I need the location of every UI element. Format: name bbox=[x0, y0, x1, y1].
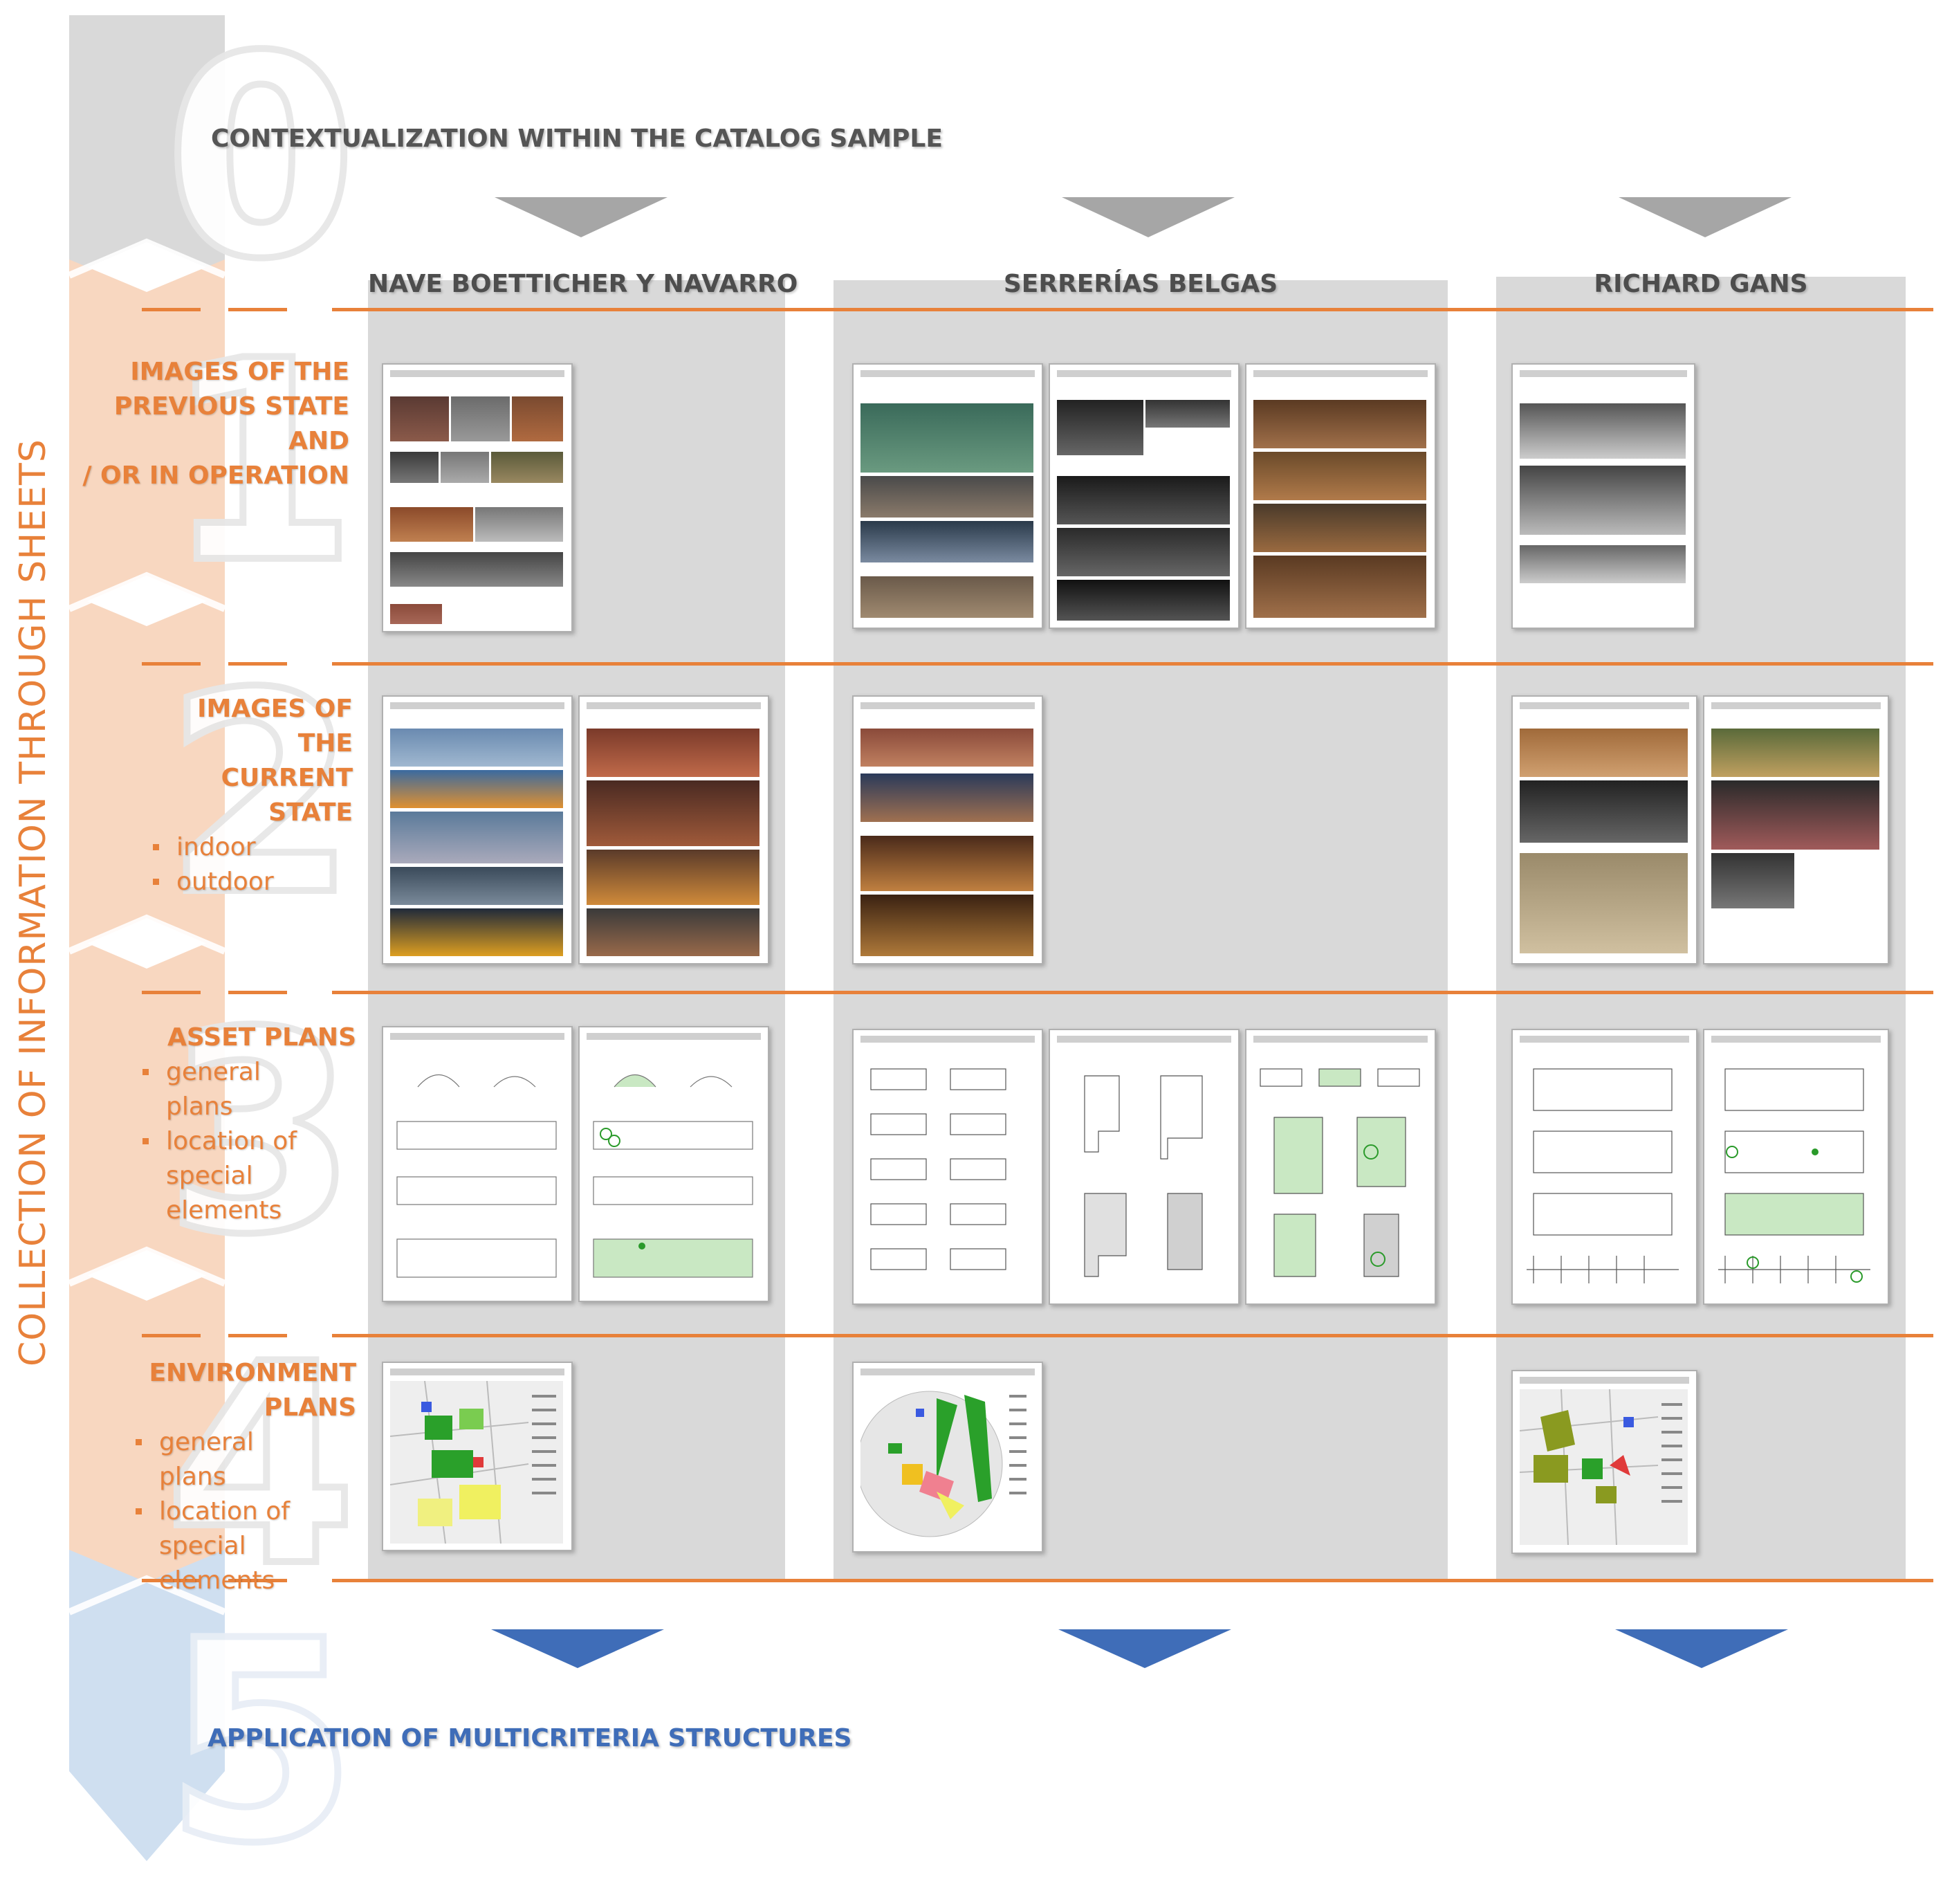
sheet-photo-previous-col1 bbox=[382, 363, 573, 632]
sheet-photo-previous-col2a bbox=[852, 363, 1043, 629]
row-4-heading-line-1: ENVIRONMENT bbox=[149, 1359, 356, 1387]
row-2-heading-line-2: CURRENT STATE bbox=[221, 764, 353, 827]
stage-0-title: CONTEXTUALIZATION WITHIN THE CATALOG SAM… bbox=[211, 125, 943, 153]
down-arrow-top-col3 bbox=[1619, 197, 1792, 237]
sheet-photo-current-col1a bbox=[382, 695, 573, 964]
sheet-plan-asset-col1a bbox=[382, 1026, 573, 1302]
row-label-2: IMAGES OF THE CURRENT STATE indoor outdo… bbox=[149, 692, 353, 899]
down-arrow-bottom-col3 bbox=[1615, 1629, 1788, 1668]
column-title-1: NAVE BOETTICHER Y NAVARRO bbox=[368, 270, 798, 298]
sheet-plan-asset-col1b bbox=[578, 1026, 769, 1302]
step-number-5: 5 bbox=[161, 1582, 360, 1904]
row-1-heading-line-3: / OR IN OPERATION bbox=[82, 461, 349, 490]
sheet-plan-environment-col1 bbox=[382, 1362, 573, 1551]
process-chevron-band bbox=[68, 15, 226, 1861]
step-number-4: 4 bbox=[161, 1306, 360, 1627]
sheet-plan-asset-col2a bbox=[852, 1029, 1043, 1305]
row-3-bullet-special-elements: location of special elements bbox=[138, 1124, 325, 1228]
row-3-heading-line-1: ASSET PLANS bbox=[167, 1023, 356, 1052]
row-2-bullet-indoor: indoor bbox=[149, 830, 353, 865]
down-arrow-bottom-col2 bbox=[1058, 1629, 1231, 1668]
row-3-bullet-general-plans: general plans bbox=[138, 1055, 325, 1124]
sheet-plan-asset-col2c bbox=[1245, 1029, 1436, 1305]
sheet-plan-asset-col3b bbox=[1703, 1029, 1889, 1305]
sheet-photo-previous-col2c bbox=[1245, 363, 1436, 629]
sheet-plan-asset-col3a bbox=[1511, 1029, 1697, 1305]
step-number-1: 1 bbox=[161, 302, 360, 624]
sheet-photo-current-col3a bbox=[1511, 695, 1697, 964]
step-number-0: 0 bbox=[161, 0, 360, 320]
down-arrow-top-col2 bbox=[1062, 197, 1235, 237]
stage-5-title: APPLICATION OF MULTICRITERIA STRUCTURES bbox=[208, 1724, 852, 1752]
row-label-4: ENVIRONMENT PLANS general plans location… bbox=[131, 1356, 356, 1598]
sheet-photo-current-col3b bbox=[1703, 695, 1889, 964]
sheet-plan-environment-col3 bbox=[1511, 1370, 1697, 1554]
column-title-3: RICHARD GANS bbox=[1594, 270, 1808, 298]
row-4-heading-line-2: PLANS bbox=[264, 1393, 356, 1422]
row-label-3: ASSET PLANS general plans location of sp… bbox=[138, 1020, 356, 1228]
down-arrow-bottom-col1 bbox=[491, 1629, 664, 1668]
row-1-heading-line-1: IMAGES OF THE bbox=[130, 358, 349, 386]
sheet-plan-environment-col2 bbox=[852, 1362, 1043, 1553]
vertical-process-title: COLLECTION OF INFORMATION THROUGH SHEETS bbox=[12, 439, 54, 1366]
row-label-1: IMAGES OF THE PREVIOUS STATE AND / OR IN… bbox=[76, 355, 349, 493]
step-number-3: 3 bbox=[161, 973, 360, 1295]
sheet-photo-current-col2 bbox=[852, 695, 1043, 964]
sheet-photo-current-col1b bbox=[578, 695, 769, 964]
down-arrow-top-col1 bbox=[495, 197, 667, 237]
row-2-bullet-outdoor: outdoor bbox=[149, 865, 353, 899]
sheet-photo-previous-col3 bbox=[1511, 363, 1695, 629]
sheet-photo-previous-col2b bbox=[1049, 363, 1240, 629]
step-number-2: 2 bbox=[161, 634, 360, 956]
sheet-plan-asset-col2b bbox=[1049, 1029, 1240, 1305]
row-4-bullet-general-plans: general plans bbox=[131, 1425, 291, 1494]
row-1-heading-line-2: PREVIOUS STATE AND bbox=[113, 392, 349, 455]
column-title-2: SERRERÍAS BELGAS bbox=[1003, 270, 1278, 298]
row-2-heading-line-1: IMAGES OF THE bbox=[197, 695, 353, 758]
row-4-bullet-special-elements: location of special elements bbox=[131, 1494, 291, 1598]
